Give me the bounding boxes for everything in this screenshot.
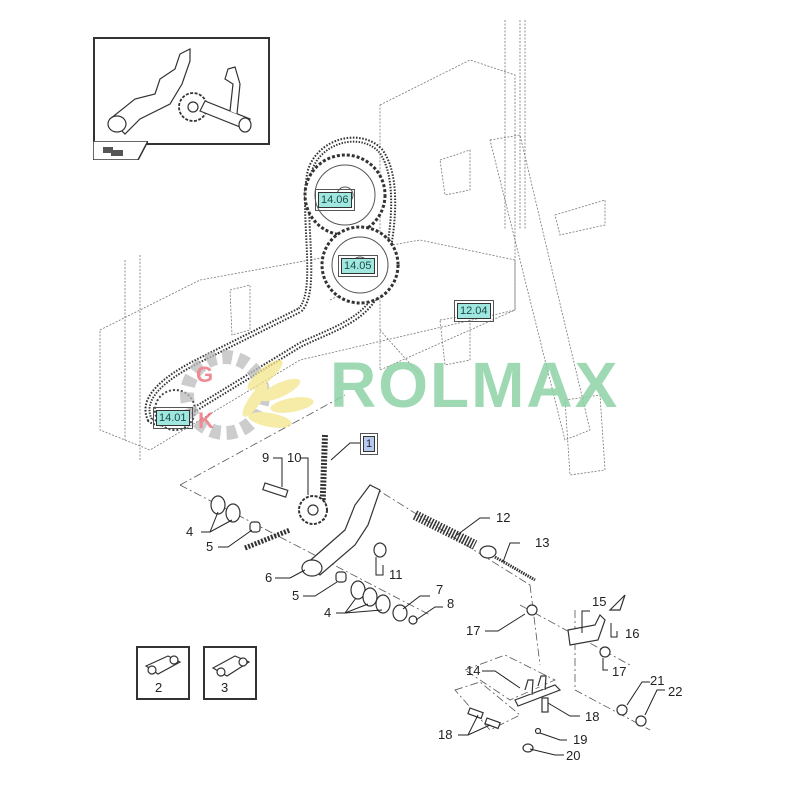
callout-3: 3 — [221, 680, 229, 695]
callout-20: 20 — [566, 748, 581, 763]
callout-18-left: 18 — [438, 727, 453, 742]
ref-tag-14-01[interactable]: 14.01 — [153, 407, 193, 429]
callout-11: 11 — [389, 567, 403, 582]
callout-17-lower: 17 — [612, 664, 627, 679]
callout-13: 13 — [535, 535, 550, 550]
chain-link-box-2 — [136, 646, 190, 700]
ref-tag-12-04[interactable]: 12.04 — [454, 300, 494, 322]
ref-tag-14-06[interactable]: 14.06 — [315, 189, 355, 211]
return-arrow-icon — [92, 140, 150, 161]
callout-22: 22 — [668, 684, 683, 699]
assembled-view-inset — [93, 37, 270, 145]
drive-chain-inner — [146, 138, 395, 425]
callout-12: 12 — [496, 510, 511, 525]
svg-text:G: G — [196, 362, 213, 387]
callout-19: 19 — [573, 732, 588, 747]
callout-4-left: 4 — [186, 524, 194, 539]
inset-nav-tab[interactable] — [92, 140, 150, 161]
callout-9: 9 — [262, 450, 270, 465]
callout-16: 16 — [625, 626, 640, 641]
callout-5-lower: 5 — [292, 588, 300, 603]
callout-10: 10 — [287, 450, 302, 465]
rolmax-watermark: ROLMAX — [330, 349, 620, 421]
callout-14: 14 — [466, 663, 481, 678]
callout-21: 21 — [650, 673, 665, 688]
svg-text:K: K — [198, 408, 214, 433]
callout-8: 8 — [447, 596, 455, 611]
watermark-logo: G K — [180, 350, 314, 440]
connecting-link-icon — [144, 655, 182, 675]
offset-link-icon — [211, 655, 251, 677]
callout-7: 7 — [436, 582, 444, 597]
exploded-parts — [210, 482, 647, 753]
callout-6: 6 — [265, 570, 273, 585]
inset-drawing — [107, 48, 252, 135]
callout-18-right: 18 — [585, 709, 600, 724]
ref-tag-1[interactable]: 1 — [359, 433, 379, 455]
callout-2: 2 — [155, 680, 163, 695]
callout-17-upper: 17 — [466, 623, 481, 638]
callout-15: 15 — [592, 594, 607, 609]
callout-4-right: 4 — [324, 605, 332, 620]
callout-5-upper: 5 — [206, 539, 214, 554]
chain-link-box-3 — [203, 646, 257, 700]
ref-tag-14-05[interactable]: 14.05 — [338, 255, 378, 277]
